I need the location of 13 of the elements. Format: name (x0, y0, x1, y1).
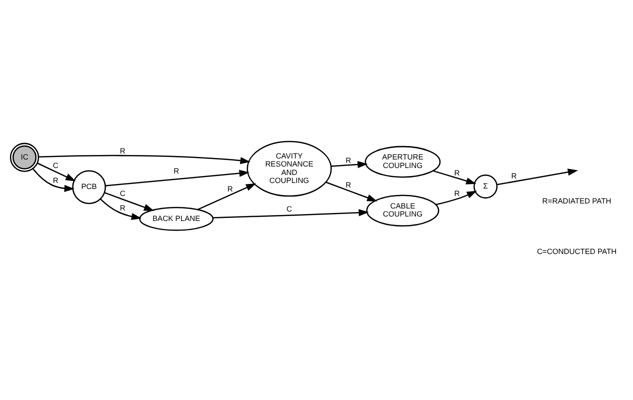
arrow (213, 209, 369, 218)
arrow (38, 154, 250, 164)
arrow (100, 198, 142, 220)
arrow (326, 182, 378, 202)
arrow (104, 192, 154, 211)
arrow (32, 168, 75, 192)
arrow (432, 170, 476, 184)
arrow (37, 162, 76, 182)
arrow (197, 183, 256, 210)
arrow (331, 161, 368, 168)
arrow (105, 170, 250, 186)
arrow (496, 168, 578, 186)
arrow (436, 190, 477, 206)
